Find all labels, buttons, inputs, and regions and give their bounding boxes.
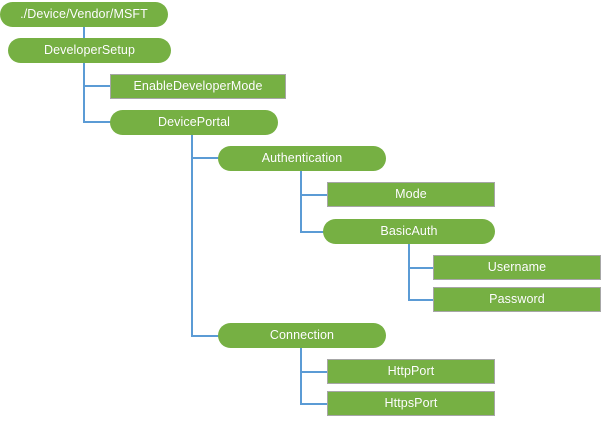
node-basic-auth[interactable]: BasicAuth [323,219,495,244]
node-developer-setup-label: DeveloperSetup [43,43,136,58]
node-password[interactable]: Password [433,287,601,312]
node-http-port[interactable]: HttpPort [327,359,495,384]
node-developer-setup[interactable]: DeveloperSetup [8,38,171,63]
node-username[interactable]: Username [433,255,601,280]
node-http-port-label: HttpPort [387,364,435,379]
node-connection[interactable]: Connection [218,323,386,348]
node-mode[interactable]: Mode [327,182,495,207]
node-authentication-label: Authentication [261,151,343,166]
node-root[interactable]: ./Device/Vendor/MSFT [0,2,168,27]
node-device-portal[interactable]: DevicePortal [110,110,278,135]
node-root-label: ./Device/Vendor/MSFT [20,7,148,22]
node-enable-developer-mode-label: EnableDeveloperMode [133,79,263,94]
node-mode-label: Mode [395,187,427,202]
node-username-label: Username [487,260,547,275]
node-enable-developer-mode[interactable]: EnableDeveloperMode [110,74,286,99]
node-https-port-label: HttpsPort [384,396,438,411]
node-authentication[interactable]: Authentication [218,146,386,171]
node-basic-auth-label: BasicAuth [380,224,438,239]
node-password-label: Password [489,292,545,307]
node-https-port[interactable]: HttpsPort [327,391,495,416]
node-connection-label: Connection [269,328,335,343]
node-device-portal-label: DevicePortal [157,115,231,130]
